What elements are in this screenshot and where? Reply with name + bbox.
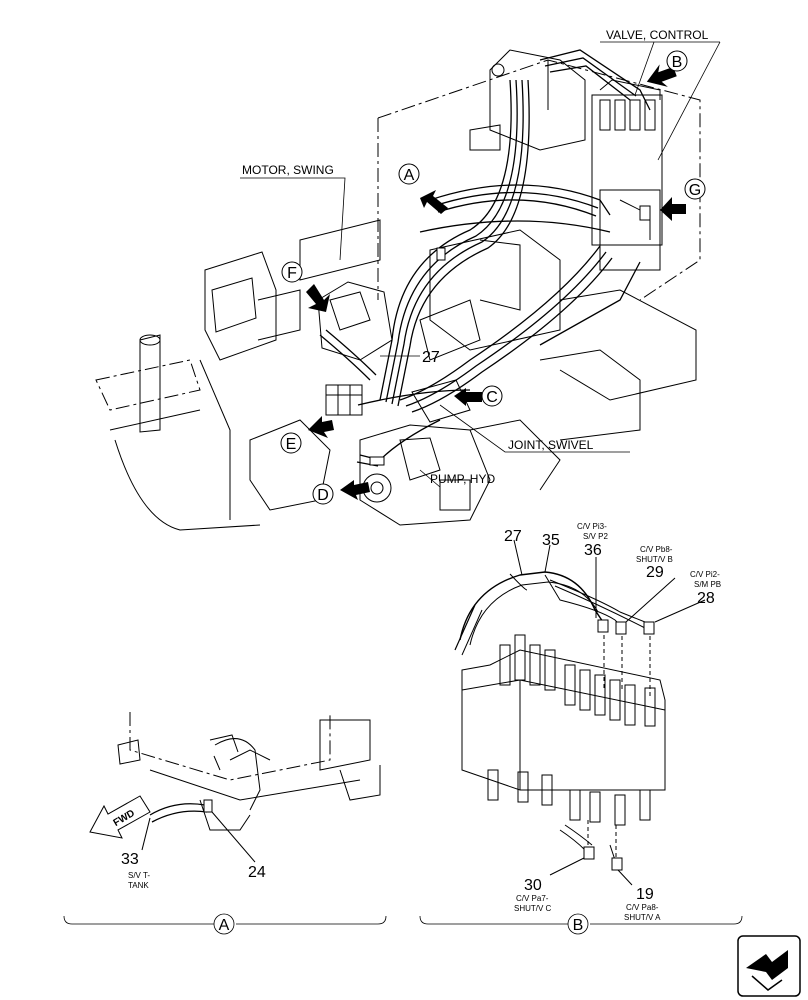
main-assembly [95,49,701,531]
part-33: 33 [121,851,139,868]
solenoid-valve [325,384,363,416]
control-valve-body [591,94,663,246]
label-pump-hyd: PUMP, HYD [430,472,495,486]
callout-e-letter: E [286,436,297,453]
part-36: 36 [584,542,602,559]
callout-b-letter: B [672,54,683,71]
callout-a-circle [398,163,420,185]
fitting-28 [643,621,655,635]
callout-f-circle [281,261,303,283]
leader-lines [240,41,721,488]
callout-g-letter: G [689,182,701,199]
detail-b-drawing [454,539,706,886]
fitting-19 [611,857,623,871]
note-29-line2: SHUT/V B [636,555,673,564]
note-19-line2: SHUT/V A [624,913,661,922]
navigation-icon[interactable] [737,935,801,997]
fitting-36 [597,619,609,633]
direction-arrows [306,64,686,500]
arrow-d-main [340,480,370,500]
callout-e-circle [280,432,302,454]
fitting-24 [203,799,213,813]
hydraulic-pump [359,424,491,526]
fitting-29 [615,621,627,635]
part-27-main: 27 [422,349,440,366]
note-28-line2: S/M PB [694,580,721,589]
part-24: 24 [248,864,266,881]
part-27-detail: 27 [504,528,522,545]
swivel-joint [411,379,471,423]
part-35: 35 [542,532,560,549]
arrow-f-main [306,284,330,312]
note-36-line1: C/V Pi3- [577,522,607,531]
callout-circles [280,50,706,505]
part-28: 28 [697,590,715,607]
detail-brackets [63,913,743,935]
arrow-c-main [454,388,482,406]
note-19-line1: C/V Pa8- [626,903,659,912]
note-33-line2: TANK [128,881,149,890]
callout-g-circle [684,178,706,200]
arrow-g-main [660,197,686,221]
note-30-line1: C/V Pa7- [516,894,549,903]
detail-a-circle [213,913,235,935]
part-29: 29 [646,564,664,581]
arrow-b-main [646,64,677,87]
arrow-e-main [308,416,334,438]
note-36-line2: S/V P2 [583,532,608,541]
label-joint-swivel: JOINT, SWIVEL [508,438,594,452]
callout-d-letter: D [317,487,329,504]
callout-b-circle [666,50,688,72]
hose-bundle [319,49,651,467]
note-28-line1: C/V Pi2- [690,570,720,579]
callout-a-letter: A [404,167,415,184]
label-motor-swing: MOTOR, SWING [242,163,334,177]
callout-d-circle [312,483,334,505]
part-30: 30 [524,877,542,894]
detail-a-letter: A [219,917,230,934]
callout-c-letter: C [486,389,498,406]
detail-b-letter: B [573,917,584,934]
label-valve-control: VALVE, CONTROL [606,28,709,42]
note-30-line2: SHUT/V C [514,904,552,913]
valve-bottom-ports [487,769,651,826]
fitting-30 [583,846,595,860]
valve-spools [499,634,656,727]
callout-f-letter: F [287,265,297,282]
callout-c-circle [481,385,503,407]
detail-a-drawing [117,712,381,863]
arrow-a-main [420,190,448,214]
detail-b-circle [567,913,589,935]
note-33-line1: S/V T- [128,871,150,880]
note-29-line1: C/V Pb8- [640,545,673,554]
fwd-arrow: FWD [89,795,151,839]
part-19: 19 [636,886,654,903]
